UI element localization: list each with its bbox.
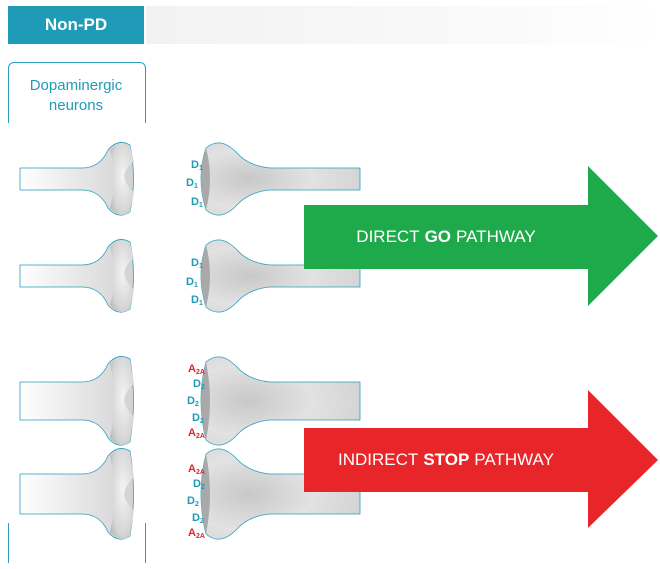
- indirect-pathway-label: INDIRECT STOP PATHWAY: [304, 428, 588, 492]
- synapse-row-1: [19, 142, 361, 216]
- direct-pathway-label: DIRECT GO PATHWAY: [304, 205, 588, 269]
- receptor-d-label: D2: [187, 495, 199, 509]
- receptor-a2a-label: A2A: [188, 427, 205, 441]
- receptor-a2a-label: A2A: [188, 363, 205, 377]
- receptor-d-label: D2: [193, 378, 205, 392]
- neuron-label-line1: Dopaminergic: [29, 77, 123, 94]
- receptor-d-label: D2: [187, 395, 199, 409]
- header-bar: [146, 6, 660, 44]
- receptor-d-label: D1: [191, 159, 203, 173]
- condition-tag: Non-PD: [8, 6, 144, 44]
- synapse-row-2: [19, 239, 361, 313]
- receptor-d-label: D2: [192, 512, 204, 526]
- direct-pathway-arrow: [304, 166, 658, 306]
- receptor-d-label: D1: [191, 294, 203, 308]
- synapse-row-4: [19, 448, 361, 540]
- receptor-d-label: D1: [186, 177, 198, 191]
- direct-pathway-go: GO: [424, 227, 452, 246]
- receptor-d-label: D2: [193, 478, 205, 492]
- receptor-d-label: D1: [186, 276, 198, 290]
- indirect-pathway-arrow: [304, 390, 658, 528]
- receptor-a2a-label: A2A: [188, 463, 205, 477]
- neuron-label: Dopaminergic neurons: [8, 76, 144, 116]
- direct-pathway-suffix: PATHWAY: [456, 227, 536, 246]
- indirect-pathway-stop: STOP: [423, 450, 470, 469]
- synapse-row-3: [19, 356, 361, 446]
- indirect-pathway-prefix: INDIRECT: [338, 450, 419, 469]
- receptor-d-label: D2: [192, 412, 204, 426]
- receptor-a2a-label: A2A: [188, 527, 205, 541]
- receptor-d-label: D1: [191, 257, 203, 271]
- receptor-d-label: D1: [191, 196, 203, 210]
- indirect-pathway-suffix: PATHWAY: [474, 450, 554, 469]
- neuron-panel: [8, 62, 146, 563]
- direct-pathway-prefix: DIRECT: [356, 227, 420, 246]
- neuron-label-line2: neurons: [48, 97, 104, 114]
